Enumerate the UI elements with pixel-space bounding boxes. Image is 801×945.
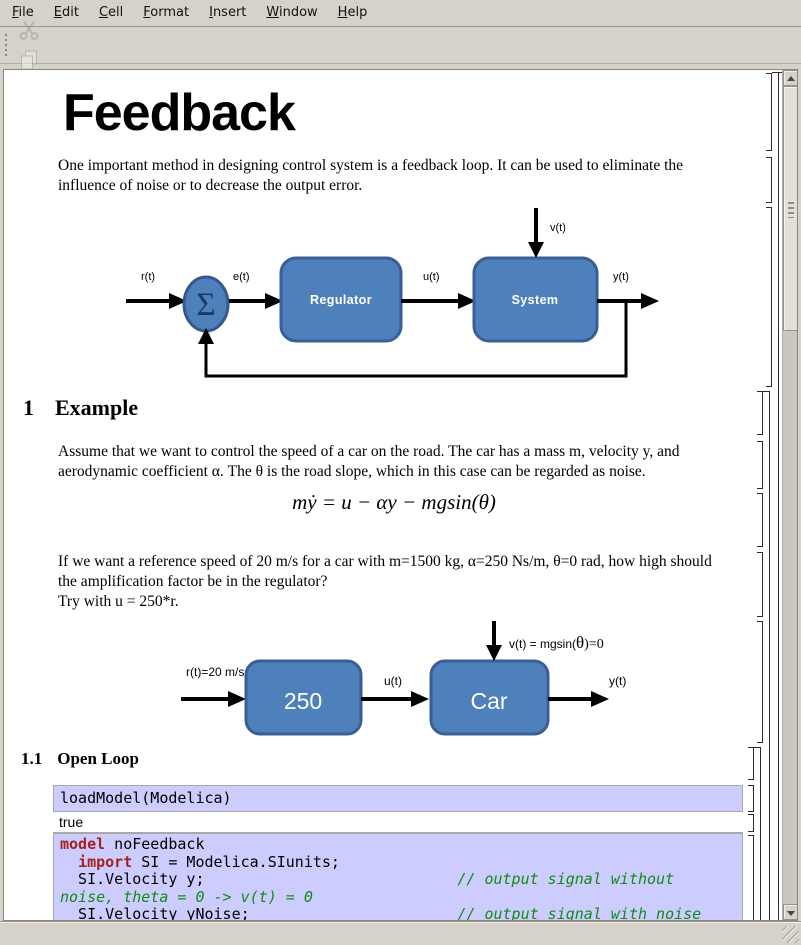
menubar: File Edit Cell Format Insert Window Help xyxy=(0,0,801,27)
code-line: SI.Velocity yNoise; // output signal wit… xyxy=(60,905,702,921)
cut-icon xyxy=(17,18,41,42)
output-cell-true: true xyxy=(53,812,743,833)
diagram2-input-label: r(t)=20 m/s xyxy=(186,665,244,679)
car-label: Car xyxy=(470,688,507,714)
notebook-document: Feedback One important method in designi… xyxy=(3,69,798,921)
menu-insert[interactable]: Insert xyxy=(209,5,247,20)
cell-bracket-input2[interactable] xyxy=(748,835,754,920)
cell-bracket-title[interactable] xyxy=(766,73,772,151)
cut-button[interactable] xyxy=(14,15,44,45)
toolbar-drag-handle[interactable] xyxy=(3,34,9,56)
question-paragraph[interactable]: If we want a reference speed of 20 m/s f… xyxy=(58,552,730,612)
menu-help[interactable]: Help xyxy=(337,5,368,20)
document-title: Feedback xyxy=(63,84,296,142)
gain-label: 250 xyxy=(284,688,322,714)
question-text: If we want a reference speed of 20 m/s f… xyxy=(58,553,712,590)
try-text: Try with u = 250*r. xyxy=(58,593,179,610)
cell-bracket-intro[interactable] xyxy=(766,157,772,203)
status-bar xyxy=(0,921,801,945)
menu-window[interactable]: Window xyxy=(266,5,318,20)
section-title: Open Loop xyxy=(57,749,139,768)
cell-bracket-heading1[interactable] xyxy=(757,391,763,435)
diagram2-output-label: y(t) xyxy=(609,674,626,688)
menu-edit[interactable]: Edit xyxy=(53,5,79,20)
sum-symbol: Σ xyxy=(196,287,215,323)
group-bracket-example[interactable] xyxy=(763,391,770,920)
section-number: 1.1 xyxy=(21,749,43,768)
scrollbar-grip xyxy=(788,202,794,218)
scroll-down-button[interactable] xyxy=(783,904,797,920)
cell-bracket-heading11[interactable] xyxy=(748,747,754,780)
code-line: import SI = Modelica.SIunits; xyxy=(78,852,340,871)
diagram1-noise-label: v(t) xyxy=(550,222,566,234)
section-title: Example xyxy=(55,395,139,420)
menu-format[interactable]: Format xyxy=(143,5,190,20)
menu-cell[interactable]: Cell xyxy=(98,5,124,20)
group-bracket-main[interactable] xyxy=(772,72,779,920)
regulator-label: Regulator xyxy=(310,293,372,307)
input-cell-nofeedback-model[interactable]: model noFeedback import SI = Modelica.SI… xyxy=(53,833,743,921)
arrow-head xyxy=(169,293,187,309)
diagram2-noise-label: v(t) = mgsin(θ)=0 xyxy=(509,633,604,652)
example-paragraph[interactable]: Assume that we want to control the speed… xyxy=(58,443,680,480)
cell-bracket-input1[interactable] xyxy=(748,785,754,812)
section-heading-example: 1 Example xyxy=(23,395,138,421)
code-line: SI.Velocity y; // output signal without xyxy=(60,870,675,888)
cell-bracket-example[interactable] xyxy=(757,441,763,489)
scroll-down-icon xyxy=(787,911,795,916)
diagram1-output-label: y(t) xyxy=(613,271,629,283)
code-line: model noFeedback xyxy=(60,835,205,853)
cell-bracket-output1[interactable] xyxy=(748,814,754,832)
code-line: noise, theta = 0 -> v(t) = 0 xyxy=(60,887,313,906)
cell-bracket-question[interactable] xyxy=(757,552,763,617)
equation-cell[interactable]: mẏ = u − αy − mgsin(θ) xyxy=(292,490,496,514)
feedback-block-diagram: r(t) Σ e(t) Regulator u(t) System v(t) y… xyxy=(126,208,659,378)
section-number: 1 xyxy=(23,395,34,420)
car-block-diagram: r(t)=20 m/s 250 u(t) Car v(t) = mgsin(θ)… xyxy=(181,621,626,736)
diagram2-control-label: u(t) xyxy=(384,674,402,688)
group-bracket-open-loop[interactable] xyxy=(754,747,761,920)
feedback-loop-line xyxy=(204,301,628,378)
intro-paragraph[interactable]: One important method in designing contro… xyxy=(58,157,684,194)
menu-file[interactable]: File xyxy=(12,5,34,20)
window-resize-grip[interactable] xyxy=(782,926,799,943)
cell-bracket-diagram2[interactable] xyxy=(757,621,763,743)
diagram1-control-label: u(t) xyxy=(423,271,440,283)
cell-bracket-equation[interactable] xyxy=(757,493,763,547)
scrollbar-thumb[interactable] xyxy=(783,86,797,331)
section-heading-open-loop: 1.1 Open Loop xyxy=(21,749,139,769)
vertical-scrollbar[interactable] xyxy=(782,70,797,920)
input-cell-loadmodel[interactable]: loadModel(Modelica) xyxy=(53,785,743,812)
toolbar: U xyxy=(0,20,801,326)
cell-bracket-diagram1[interactable] xyxy=(766,207,772,387)
system-label: System xyxy=(512,293,559,307)
scroll-up-button[interactable] xyxy=(783,70,797,86)
code-cell-stack: loadModel(Modelica) true model noFeedbac… xyxy=(53,785,743,921)
diagram1-error-label: e(t) xyxy=(233,271,250,283)
scroll-up-icon xyxy=(787,76,795,81)
diagram1-input-label: r(t) xyxy=(141,271,155,283)
